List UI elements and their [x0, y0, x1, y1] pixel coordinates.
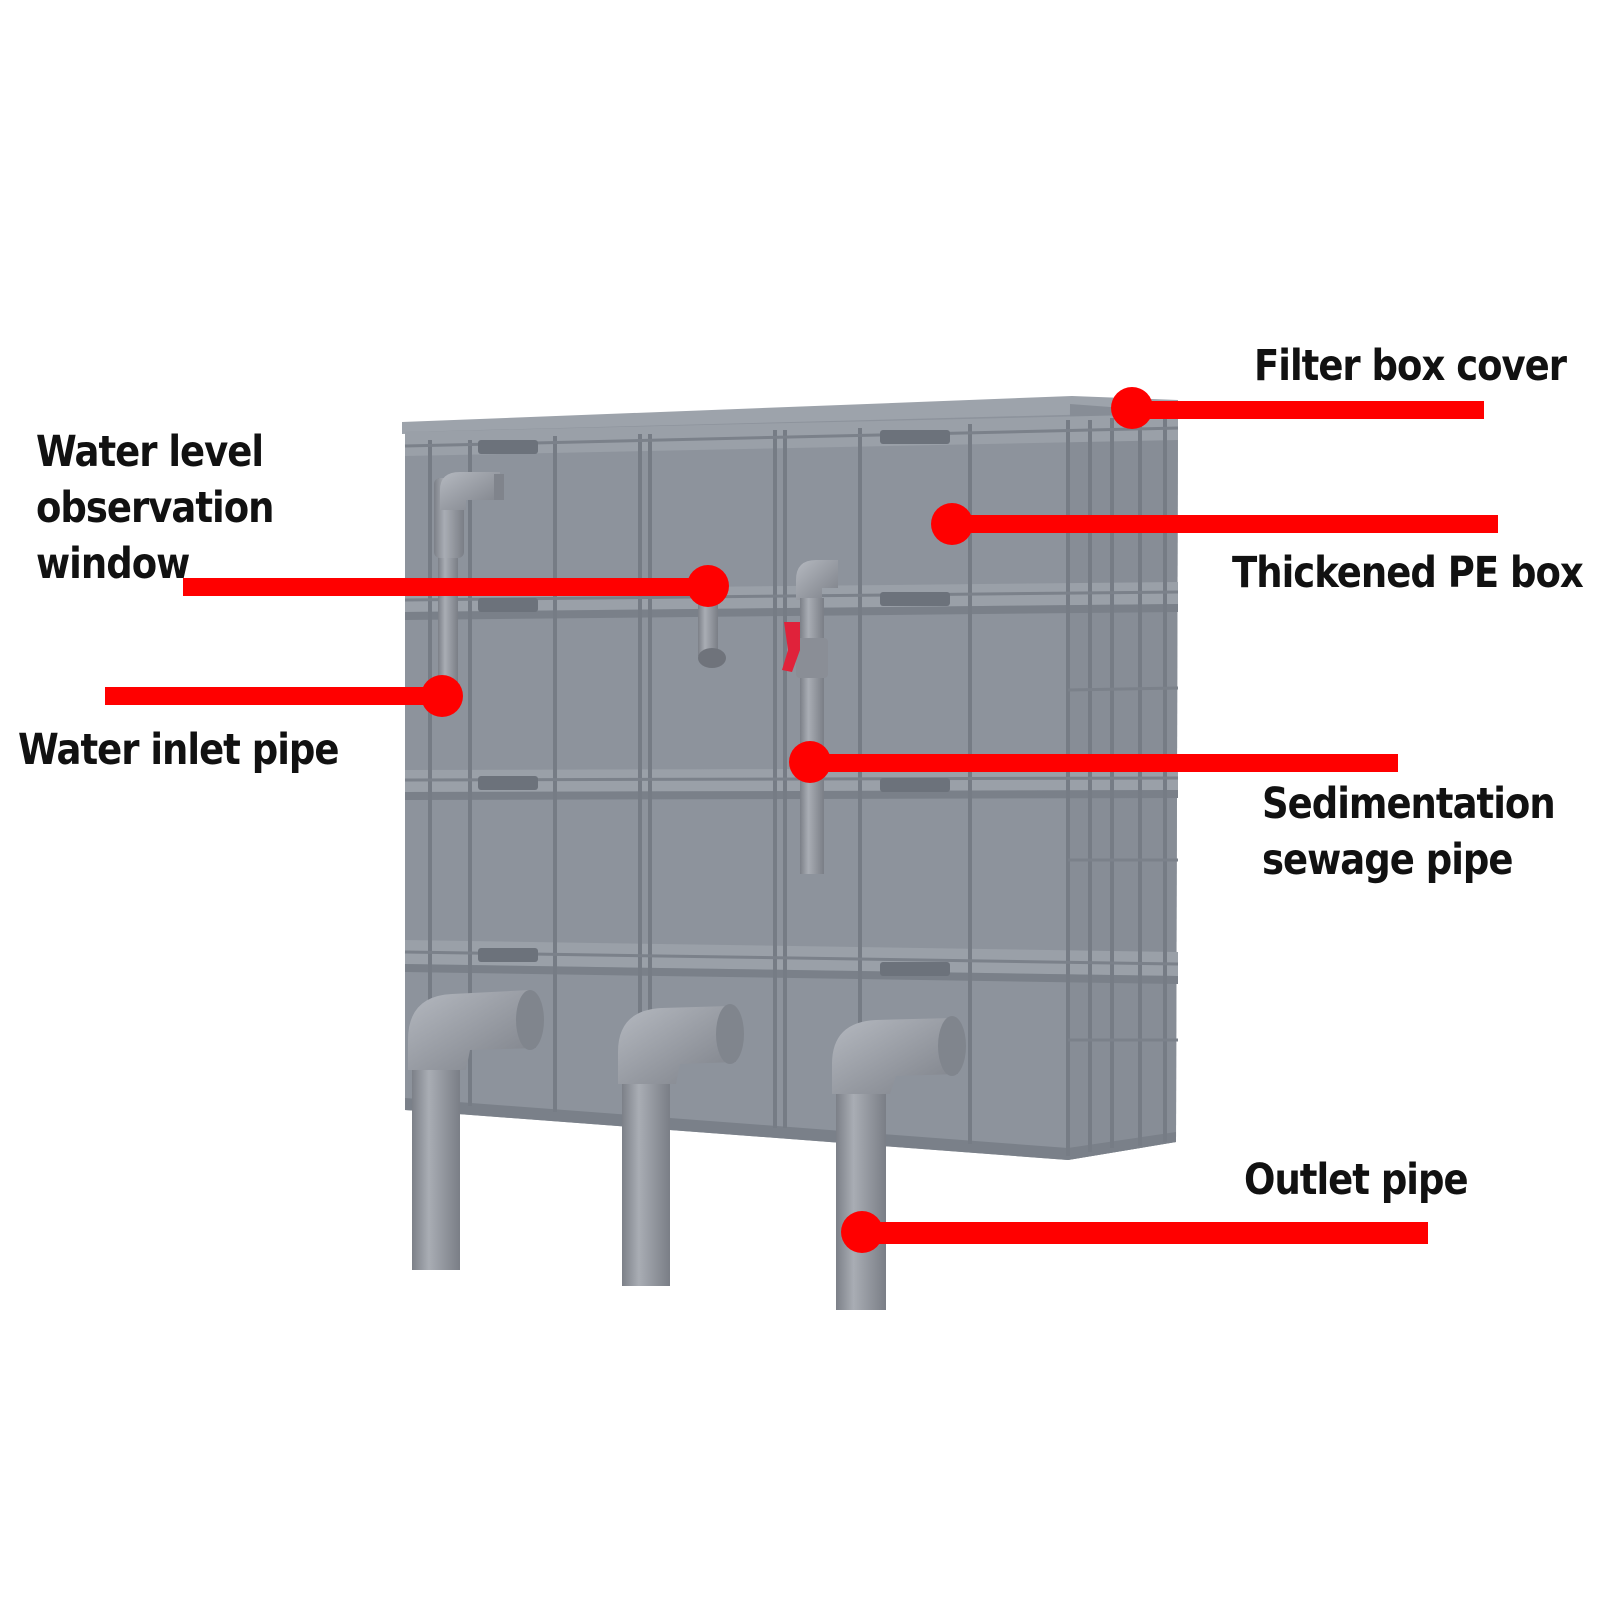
callout-sedimentation-pipe [789, 741, 1398, 783]
label-outlet-pipe: Outlet pipe [1244, 1154, 1469, 1205]
callout-water-inlet-pipe [105, 675, 463, 717]
label-water-level-line3: window [36, 538, 190, 589]
filter-box-cover [402, 396, 1178, 434]
callout-filter-box-cover [1111, 387, 1484, 429]
outlet-pipe-3 [832, 1016, 966, 1310]
label-filter-box-cover: Filter box cover [1254, 340, 1567, 391]
red-valve-handle [782, 622, 800, 672]
label-water-level-line2: observation [36, 482, 274, 533]
box-tier-4 [405, 964, 1178, 1160]
label-sedimentation-line1: Sedimentation [1262, 778, 1556, 829]
pe-box-stack [402, 396, 1179, 1160]
outlet-pipe-2 [618, 1004, 744, 1286]
label-sedimentation-line2: sewage pipe [1262, 834, 1513, 885]
handle-slots [478, 430, 950, 976]
callout-outlet-pipe [841, 1211, 1428, 1253]
label-water-inlet-pipe: Water inlet pipe [18, 724, 339, 775]
sedimentation-pipe-illustration [782, 560, 838, 874]
water-level-window-illustration [698, 600, 726, 668]
label-thickened-pe-box: Thickened PE box [1232, 547, 1584, 598]
box-ribs [428, 416, 1167, 1156]
outlet-pipe-1 [408, 990, 544, 1270]
label-water-level-line1: Water level [36, 426, 264, 477]
callout-thickened-pe-box [931, 503, 1498, 545]
callout-water-level-window [183, 565, 729, 607]
